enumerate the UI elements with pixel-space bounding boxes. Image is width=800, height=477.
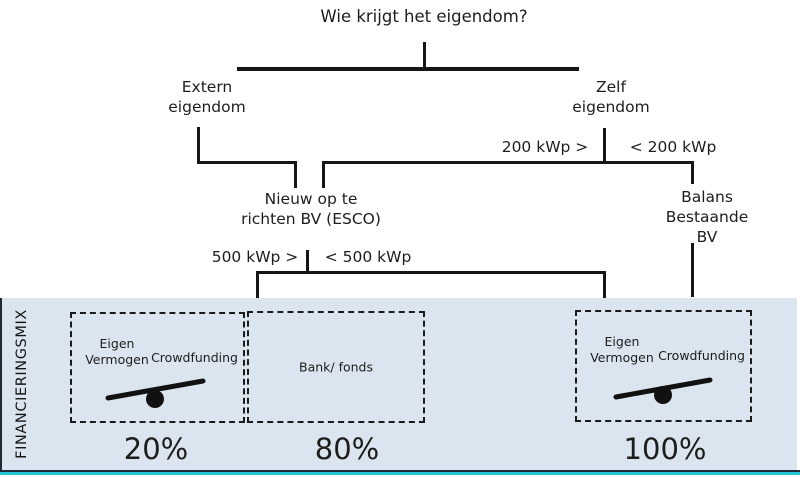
connector-line	[197, 127, 200, 164]
node-balans-bestaande-bv: Balans Bestaande BV	[665, 188, 749, 246]
connector-line	[256, 271, 259, 298]
financieringsmix-band: FINANCIERINGSMIX Eigen Vermogen Crowdfun…	[0, 298, 797, 470]
bottom-border-dark	[0, 470, 800, 472]
seesaw-balance-icon	[72, 314, 243, 425]
connector-line	[294, 161, 297, 188]
branch-label-500kwp-greater: 500 kWp >	[211, 248, 299, 266]
branch-label-500kwp-less: < 500 kWp	[324, 248, 412, 266]
diagram-title: Wie krijgt het eigendom?	[320, 7, 528, 26]
crowdfunding-label: Crowdfunding	[658, 348, 745, 363]
percent-label-20: 20%	[123, 432, 189, 466]
financing-box-bank-fonds-80: Bank/ fonds	[247, 311, 425, 423]
node-zelf-eigendom: Zelf eigendom	[572, 78, 650, 116]
connector-line	[603, 271, 606, 298]
seesaw-balance-icon	[577, 312, 750, 424]
percent-label-100: 100%	[623, 432, 707, 466]
crowdfunding-label: Crowdfunding	[151, 350, 238, 365]
financing-box-equity-crowdfunding-20: Eigen Vermogen Crowdfunding	[70, 312, 245, 423]
connector-line	[322, 161, 694, 164]
eigen-vermogen-label: Eigen Vermogen	[590, 334, 654, 366]
bottom-border-teal	[0, 472, 800, 475]
eigen-vermogen-label: Eigen Vermogen	[85, 336, 149, 368]
connector-line	[197, 161, 297, 164]
branch-label-200kwp-less: < 200 kWp	[629, 138, 717, 156]
connector-line	[322, 161, 325, 188]
percent-label-80: 80%	[314, 432, 380, 466]
node-esco-bv: Nieuw op te richten BV (ESCO)	[241, 190, 381, 228]
connector-line	[691, 243, 694, 297]
connector-line	[306, 250, 309, 274]
financieringsmix-label: FINANCIERINGSMIX	[14, 309, 30, 459]
connector-line	[423, 42, 426, 69]
connector-line	[256, 271, 606, 274]
financing-box-equity-crowdfunding-100: Eigen Vermogen Crowdfunding	[575, 310, 752, 422]
branch-label-200kwp-greater: 200 kWp >	[501, 138, 589, 156]
connector-line	[237, 67, 579, 71]
connector-line	[603, 128, 606, 164]
bank-fonds-label: Bank/ fonds	[299, 359, 373, 375]
connector-line	[691, 161, 694, 184]
node-extern-eigendom: Extern eigendom	[168, 78, 246, 116]
